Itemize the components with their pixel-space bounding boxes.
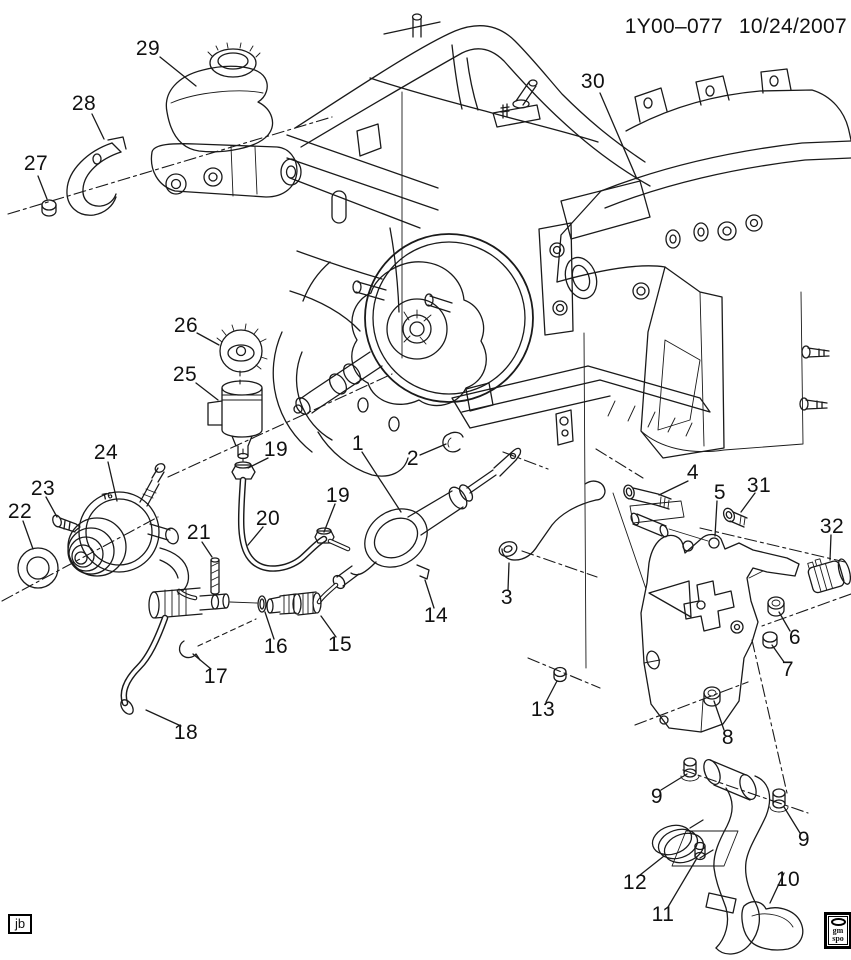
callout-20: 20 — [255, 507, 281, 530]
callout-4: 4 — [686, 461, 700, 484]
clutch-reservoir — [207, 380, 263, 460]
callout-15: 15 — [327, 633, 353, 656]
clutch-actuator — [67, 463, 198, 601]
gm-logo-mark — [830, 918, 846, 926]
pedal-mounting-bracket — [640, 533, 800, 733]
callout-9-right: 9 — [797, 828, 811, 851]
reservoir-hose — [237, 476, 328, 572]
callout-25: 25 — [172, 363, 198, 386]
lower-hose — [120, 614, 169, 715]
leader-lines — [22, 56, 832, 908]
callout-1: 1 — [351, 432, 365, 455]
hose-bracket-rod — [498, 480, 606, 561]
pedal-return-spring — [651, 819, 714, 864]
callout-19-lower: 19 — [325, 484, 351, 507]
callout-17: 17 — [203, 665, 229, 688]
reservoir-cap — [216, 323, 268, 373]
callout-7: 7 — [781, 658, 795, 681]
clutch-master-cylinder — [316, 447, 522, 605]
coupler-female-half — [266, 591, 322, 616]
callout-28: 28 — [71, 92, 97, 115]
callout-30: 30 — [580, 70, 606, 93]
coupler-male-half — [148, 587, 230, 619]
clutch-pedal — [705, 775, 804, 955]
drawing-date: 10/24/2007 — [738, 15, 847, 38]
gm-logo-text-top: gm — [832, 926, 844, 935]
callout-3: 3 — [500, 586, 514, 609]
callout-29: 29 — [135, 37, 161, 60]
gm-logo-text-bottom: spo — [832, 934, 844, 943]
author-mark: jb — [15, 916, 26, 931]
gm-spo-logo: gm spo — [824, 912, 851, 949]
drawing-number: 1Y00–077 — [624, 15, 723, 38]
pivot-bolt — [623, 484, 672, 510]
callout-18: 18 — [173, 721, 199, 744]
callout-32: 32 — [819, 515, 845, 538]
pivot-bushing-left — [680, 757, 700, 782]
callout-19-upper: 19 — [263, 438, 289, 461]
hose-retainer-clip — [416, 564, 430, 580]
reservoir-bracket — [66, 136, 127, 216]
spring-pin — [210, 557, 220, 595]
callout-16: 16 — [263, 635, 289, 658]
callout-23: 23 — [30, 477, 56, 500]
callout-8: 8 — [721, 726, 735, 749]
nut-13 — [553, 666, 567, 683]
pushrod-retainer-clip — [442, 431, 464, 453]
actuator-embossing: T6 — [101, 490, 114, 502]
center-dash-lines — [1, 116, 851, 814]
callout-21: 21 — [186, 521, 212, 544]
callout-9-left: 9 — [650, 785, 664, 808]
callout-13: 13 — [530, 698, 556, 721]
nut-6 — [767, 596, 785, 617]
callout-10: 10 — [775, 868, 801, 891]
callout-5: 5 — [713, 481, 727, 504]
brake-booster — [272, 222, 574, 477]
hose-clamp-upper — [231, 461, 256, 480]
drawing-header: 1Y00–077 10/24/2007 — [625, 15, 847, 39]
callout-26: 26 — [173, 314, 199, 337]
callout-12: 12 — [622, 871, 648, 894]
callout-2: 2 — [406, 447, 420, 470]
pivot-pin — [629, 500, 685, 538]
pedal-switch — [807, 558, 851, 594]
pedal-bushing — [671, 830, 739, 867]
brake-master-cylinder — [150, 42, 302, 198]
retainer-ring — [257, 595, 267, 613]
pivot-bushing-right — [769, 788, 789, 813]
author-mark-box: jb — [8, 914, 33, 934]
frame-crossmember — [451, 68, 851, 459]
engine-structure — [286, 123, 439, 332]
nut-8 — [703, 686, 721, 707]
callout-11: 11 — [651, 903, 675, 926]
callout-31: 31 — [746, 474, 772, 497]
bracket-nut — [41, 199, 57, 217]
hose-clamp-lower — [314, 527, 351, 552]
bracket-bolt — [722, 507, 748, 528]
pedal-pivot-tube — [703, 759, 757, 801]
cowl-structure — [294, 13, 651, 187]
callout-6: 6 — [788, 626, 802, 649]
callout-14: 14 — [423, 604, 449, 627]
seal-ring — [17, 547, 59, 589]
callout-27: 27 — [23, 152, 49, 175]
callout-24: 24 — [93, 441, 119, 464]
callout-22: 22 — [7, 500, 33, 523]
nut-7 — [762, 631, 778, 649]
actuator-bolt — [52, 514, 81, 533]
